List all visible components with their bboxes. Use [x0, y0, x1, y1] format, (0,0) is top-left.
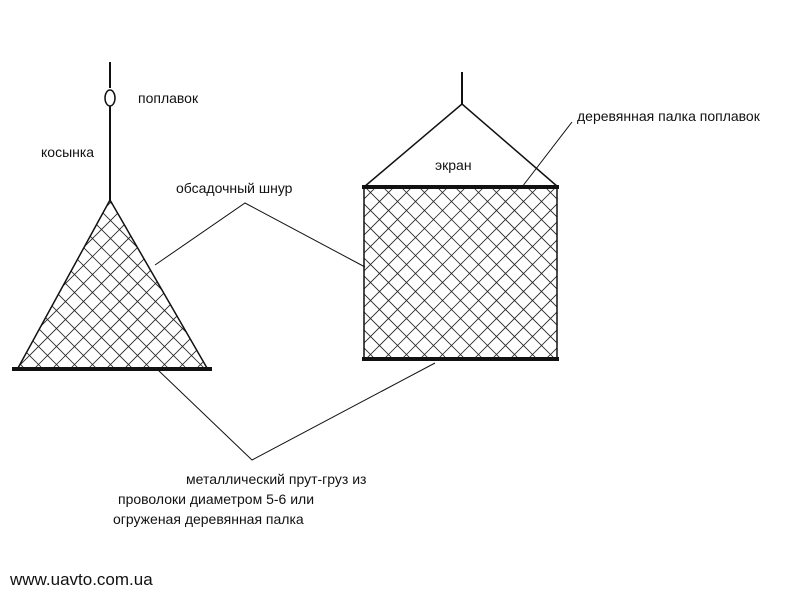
screen-net — [183, 72, 738, 362]
screen-mesh-strand — [364, 311, 411, 358]
kerchief-mesh-strand — [18, 200, 119, 368]
screen-mesh-strand — [366, 188, 538, 358]
kerchief-mesh-strand — [192, 200, 207, 368]
kerchief-mesh-strand — [138, 200, 207, 368]
screen-mesh-strand — [364, 188, 466, 290]
kerchief-mesh-strand — [18, 200, 29, 368]
kerchief-mesh-strand — [174, 200, 207, 368]
screen-mesh-strand — [364, 188, 520, 344]
screen-mesh-strand — [384, 188, 556, 358]
kerchief-mesh-strand — [18, 200, 137, 368]
screen-mesh-strand — [364, 188, 394, 218]
screen-mesh-strand — [364, 347, 375, 358]
kerchief-mesh-strand — [18, 200, 101, 368]
kerchief-mesh-strand — [0, 195, 10, 372]
screen-mesh-strand — [364, 329, 393, 358]
screen-mesh-strand — [183, 185, 360, 362]
kerchief-mesh-strand — [18, 200, 101, 368]
kerchief-mesh-strand — [211, 195, 388, 372]
screen-mesh-strand — [561, 185, 738, 362]
kerchief-mesh-strand — [211, 195, 388, 372]
kerchief-mesh-strand — [48, 200, 207, 368]
screen-mesh-strand — [545, 188, 557, 200]
kerchief-mesh-strand — [18, 200, 155, 368]
screen-mesh-strand — [456, 257, 557, 358]
kerchief-mesh-strand — [18, 200, 83, 368]
site-url: www.uavto.com.ua — [10, 570, 153, 589]
screen-mesh-strand — [364, 188, 430, 254]
screen-mesh-strand — [402, 203, 557, 358]
leader-cord — [154, 202, 366, 268]
kerchief-mesh-strand — [18, 200, 155, 368]
screen-mesh-strand — [492, 293, 557, 358]
screen-mesh-strand — [420, 221, 557, 358]
leader-wood-stick — [521, 121, 573, 188]
label-weight: металлический прут-груз из проволоки диа… — [113, 469, 367, 529]
screen-mesh-strand — [473, 188, 557, 272]
kerchief-mesh-strand — [66, 200, 207, 368]
label-weight-line-3: огруженая деревянная палка — [113, 511, 304, 527]
kerchief-mesh-strand — [18, 200, 173, 368]
label-cord: обсадочный шнур — [176, 180, 293, 196]
screen-mesh-strand — [491, 188, 557, 254]
kerchief-mesh-strand — [18, 200, 119, 368]
kerchief-mesh-strand — [192, 200, 207, 368]
kerchief-mesh-strand — [18, 200, 173, 368]
kerchief-mesh-strand — [120, 200, 207, 368]
screen-mesh-strand — [561, 185, 738, 362]
screen-mesh-strand — [364, 188, 502, 326]
label-screen: экран — [435, 157, 472, 173]
screen-mesh-strand — [364, 275, 447, 358]
screen-bridle — [363, 103, 559, 188]
screen-mesh-strand — [528, 329, 557, 358]
kerchief-mesh-strand — [18, 200, 29, 368]
kerchief-mesh-strand — [0, 195, 10, 372]
label-kerchief: косынка — [41, 144, 95, 160]
screen-mesh-strand — [364, 188, 412, 236]
kerchief-mesh-strand — [174, 200, 207, 368]
label-weight-line-2: проволоки диаметром 5-6 или — [118, 491, 315, 507]
screen-mesh — [183, 185, 738, 362]
screen-mesh-strand — [438, 239, 557, 358]
kerchief-net — [0, 62, 388, 372]
kerchief-mesh-strand — [102, 200, 207, 368]
kerchief-mesh-strand — [18, 200, 83, 368]
kerchief-mesh-strand — [18, 200, 65, 368]
screen-mesh-strand — [364, 188, 484, 308]
kerchief-mesh-strand — [18, 200, 137, 368]
screen-mesh-strand — [509, 188, 557, 236]
screen-mesh-strand — [510, 311, 557, 358]
screen-mesh-strand — [546, 347, 557, 358]
leader-weight — [157, 362, 436, 461]
screen-mesh-strand — [183, 185, 360, 362]
float-icon — [104, 89, 116, 107]
screen-mesh-strand — [474, 275, 557, 358]
screen-mesh-strand — [527, 188, 557, 218]
screen-mesh-strand — [364, 188, 376, 200]
label-wood-stick: деревянная палка поплавок — [577, 108, 760, 124]
kerchief-mesh-strand — [18, 200, 65, 368]
kerchief-mesh-strand — [156, 200, 207, 368]
screen-mesh-strand — [364, 188, 448, 272]
label-weight-line-1: металлический прут-груз из — [186, 471, 367, 487]
screen-mesh-strand — [364, 293, 429, 358]
label-float: поплавок — [138, 90, 199, 106]
